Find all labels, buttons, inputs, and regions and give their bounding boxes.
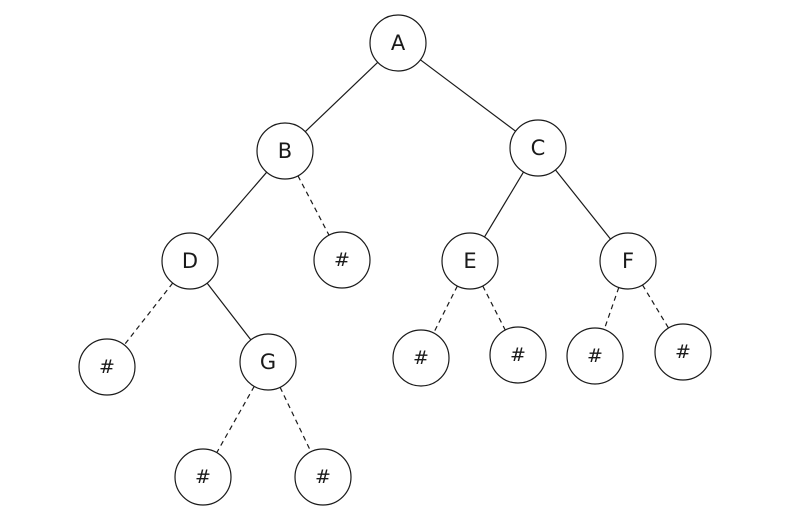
node-circle-null-7 (174, 448, 232, 506)
tree-edge-C-F (554, 169, 612, 240)
node-circle-null-4 (489, 326, 547, 384)
tree-edge-G-null-7-dashed (216, 386, 255, 453)
node-circle-B (256, 122, 314, 180)
tree-node-F: F (599, 232, 657, 290)
node-label-null-7: # (195, 466, 211, 488)
tree-edge-B-D (207, 171, 268, 241)
node-label-null-5: # (587, 345, 603, 367)
tree-null-node-null-7: # (174, 448, 232, 506)
tree-null-node-null-2: # (78, 338, 136, 396)
tree-node-C: C (509, 119, 567, 177)
tree-edge-C-E (483, 171, 525, 238)
tree-node-A: A (369, 14, 427, 72)
tree-node-B: B (256, 122, 314, 180)
node-label-D: D (182, 249, 198, 273)
tree-null-node-null-6: # (654, 323, 712, 381)
node-circle-A (369, 14, 427, 72)
node-label-B: B (278, 139, 292, 163)
tree-edge-A-C (420, 59, 516, 132)
node-label-null-4: # (510, 344, 526, 366)
node-circle-null-5 (566, 327, 624, 385)
node-label-null-6: # (675, 341, 691, 363)
tree-edge-F-null-6-dashed (641, 284, 670, 329)
tree-edge-D-G (206, 282, 252, 341)
tree-null-node-null-5: # (566, 327, 624, 385)
tree-node-D: D (161, 232, 219, 290)
node-label-G: G (260, 350, 276, 374)
tree-null-node-null-8: # (294, 448, 352, 506)
tree-edge-B-null-1-dashed (297, 175, 330, 236)
tree-null-node-null-4: # (489, 326, 547, 384)
node-label-C: C (531, 136, 546, 160)
tree-edge-D-null-2-dashed (123, 282, 174, 346)
node-label-F: F (622, 249, 634, 273)
node-label-E: E (463, 249, 476, 273)
node-circle-null-8 (294, 448, 352, 506)
tree-node-G: G (239, 333, 297, 391)
tree-edge-G-null-8-dashed (279, 387, 312, 452)
node-circle-F (599, 232, 657, 290)
node-circle-null-1 (313, 231, 371, 289)
node-label-null-3: # (413, 347, 429, 369)
tree-node-E: E (441, 232, 499, 290)
node-circle-E (441, 232, 499, 290)
node-circle-D (161, 232, 219, 290)
tree-edge-E-null-3-dashed (433, 285, 458, 334)
node-label-null-8: # (315, 466, 331, 488)
node-circle-null-6 (654, 323, 712, 381)
node-circle-null-3 (392, 329, 450, 387)
node-circle-C (509, 119, 567, 177)
node-circle-G (239, 333, 297, 391)
node-circle-null-2 (78, 338, 136, 396)
tree-null-node-null-3: # (392, 329, 450, 387)
tree-edge-E-null-4-dashed (482, 285, 506, 331)
node-label-A: A (391, 31, 406, 55)
tree-edge-A-B (304, 61, 379, 133)
node-label-null-2: # (99, 356, 115, 378)
tree-null-node-null-1: # (313, 231, 371, 289)
node-label-null-1: # (334, 249, 350, 271)
tree-edge-F-null-5-dashed (603, 287, 620, 330)
